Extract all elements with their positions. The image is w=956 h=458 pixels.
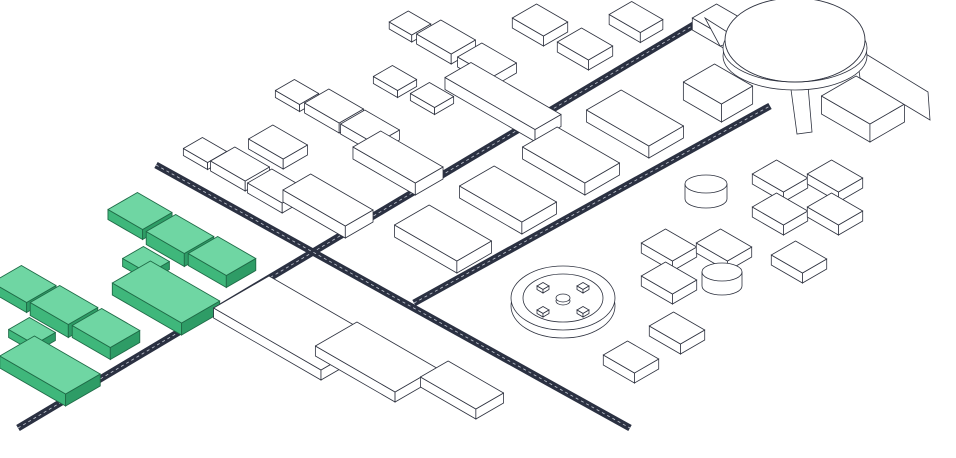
building-29 bbox=[751, 159, 809, 203]
plaza-kiosk-2 bbox=[576, 282, 590, 294]
roundabout-plaza bbox=[510, 265, 616, 339]
building-15 bbox=[248, 124, 308, 170]
building-22 bbox=[394, 204, 492, 274]
building-34 bbox=[648, 311, 706, 355]
plaza-kiosk-4 bbox=[576, 306, 590, 318]
road-cross bbox=[154, 161, 632, 432]
building-33 bbox=[770, 240, 828, 284]
building-13 bbox=[182, 137, 228, 171]
building-28 bbox=[640, 261, 698, 305]
green-building-10 bbox=[0, 335, 101, 407]
building-7 bbox=[372, 65, 418, 99]
building-17 bbox=[282, 173, 374, 239]
building-6 bbox=[608, 1, 664, 44]
storage-tank-south bbox=[701, 262, 743, 296]
building-21 bbox=[459, 165, 557, 235]
landmark-layer bbox=[510, 0, 931, 339]
plaza-kiosk-3 bbox=[536, 306, 550, 318]
building-18 bbox=[352, 130, 444, 196]
building-20 bbox=[522, 126, 620, 196]
building-31 bbox=[751, 192, 809, 236]
building-32 bbox=[806, 192, 864, 236]
stadium bbox=[703, 0, 931, 135]
building-4 bbox=[511, 3, 569, 47]
building-37 bbox=[821, 75, 905, 143]
building-8 bbox=[409, 82, 455, 116]
building-19 bbox=[586, 89, 684, 159]
building-35 bbox=[602, 340, 660, 384]
building-25 bbox=[420, 360, 504, 420]
storage-tank-north bbox=[684, 174, 728, 209]
green-building-5 bbox=[111, 260, 221, 336]
plaza-kiosk-1 bbox=[536, 282, 550, 294]
road-east-branch bbox=[412, 102, 772, 307]
green-building-8 bbox=[71, 308, 141, 361]
building-36 bbox=[682, 63, 754, 123]
building-5 bbox=[556, 27, 614, 71]
building-layer bbox=[0, 1, 905, 420]
green-building-3 bbox=[187, 236, 257, 289]
